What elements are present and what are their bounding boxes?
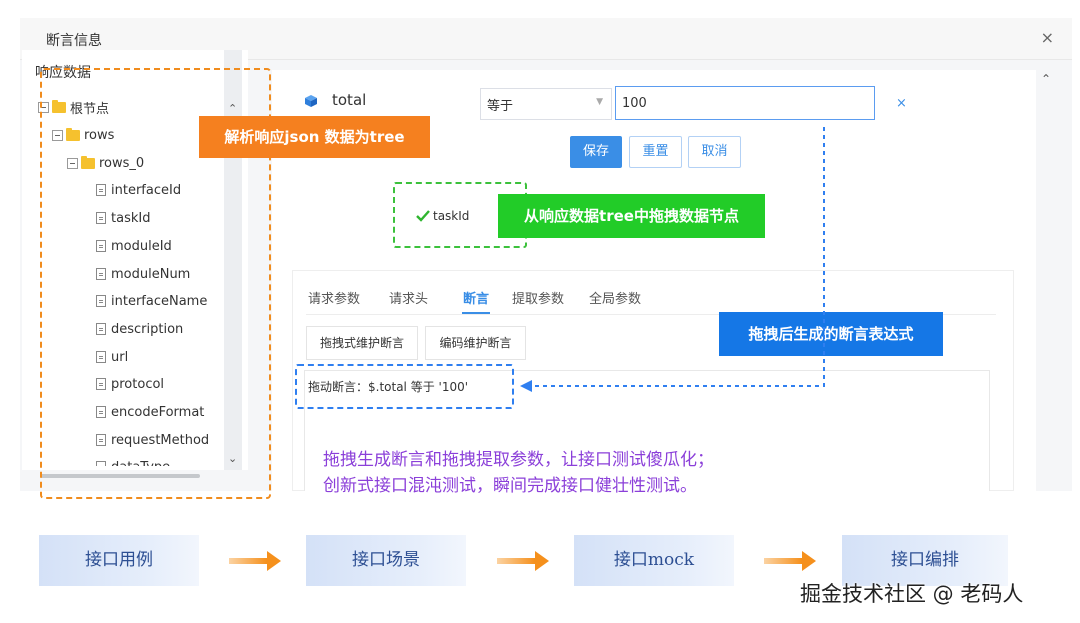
save-button[interactable]: 保存 (570, 136, 622, 168)
file-icon (96, 351, 106, 363)
arrow-right-icon (764, 551, 816, 571)
file-icon (96, 323, 106, 335)
file-icon (96, 268, 106, 280)
field-name: total (332, 91, 367, 109)
expected-value-input[interactable] (615, 86, 875, 120)
dragged-node-label: taskId (433, 209, 470, 223)
tree-node-label: url (111, 349, 129, 365)
collapse-icon[interactable] (67, 157, 78, 169)
tab-request-params[interactable]: 请求参数 (308, 292, 361, 307)
parse-json-callout: 解析响应json 数据为tree (199, 116, 430, 158)
tab-request-headers[interactable]: 请求头 (389, 292, 429, 307)
active-tab-indicator (462, 312, 490, 314)
tree-node-rows[interactable]: rows (52, 124, 114, 146)
flow-step-interface-scene: 接口场景 (306, 535, 466, 586)
tree-leaf[interactable]: interfaceName (96, 290, 207, 312)
subtab-code-assertion[interactable]: 编码维护断言 (425, 326, 526, 360)
file-icon (96, 295, 106, 307)
tree-node-label: dataType (111, 459, 171, 470)
tree-node-label: moduleNum (111, 266, 191, 282)
scroll-up-icon[interactable]: ⌃ (1041, 72, 1052, 86)
tab-assertion[interactable]: 断言 (463, 292, 490, 307)
drag-node-callout: 从响应数据tree中拖拽数据节点 (498, 194, 765, 238)
tree-node-rows-0[interactable]: rows_0 (67, 152, 144, 174)
cube-icon (305, 95, 317, 107)
tab-global-params[interactable]: 全局参数 (589, 292, 642, 307)
tree-node-label: rows (84, 127, 115, 143)
scroll-down-icon[interactable]: ⌄ (228, 452, 238, 465)
tree-node-label: requestMethod (111, 432, 210, 448)
tree-node-label: encodeFormat (111, 404, 205, 420)
tree-leaf[interactable]: moduleNum (96, 263, 190, 285)
assertion-expression: 拖动断言：$.total 等于 '100' (308, 380, 469, 394)
tree-leaf[interactable]: taskId (96, 207, 150, 229)
tree-node-label: interfaceName (111, 293, 208, 309)
watermark: 掘金技术社区 @ 老码人 (800, 582, 1024, 606)
scroll-up-icon[interactable]: ⌃ (228, 102, 238, 115)
tree-node-label: 根节点 (70, 101, 110, 117)
collapse-icon[interactable] (38, 101, 49, 113)
tree-leaf[interactable]: moduleId (96, 235, 172, 257)
horizontal-scroll-thumb[interactable] (40, 474, 200, 478)
file-icon (96, 212, 106, 224)
close-icon[interactable]: × (1040, 28, 1054, 47)
arrow-right-icon (497, 551, 549, 571)
tree-leaf[interactable]: protocol (96, 373, 164, 395)
tree-leaf[interactable]: interfaceId (96, 179, 181, 201)
folder-icon (52, 99, 66, 113)
tree-leaf[interactable]: url (96, 346, 128, 368)
tree-node-root[interactable]: 根节点 (38, 96, 109, 118)
folder-icon (66, 127, 80, 141)
dialog-title: 断言信息 (46, 33, 102, 49)
tree-scrollbar[interactable]: ⌃ ⌄ (224, 50, 242, 470)
clear-icon[interactable]: × (896, 96, 907, 111)
file-icon (96, 434, 106, 446)
cancel-button[interactable]: 取消 (688, 136, 741, 168)
tree-node-label: protocol (111, 376, 165, 392)
promo-line: 拖拽生成断言和拖拽提取参数，让接口测试傻瓜化； (323, 450, 714, 470)
folder-icon (81, 155, 95, 169)
tree-node-label: rows_0 (99, 155, 145, 171)
flow-step-interface-case: 接口用例 (39, 535, 199, 586)
response-data-title: 响应数据 (35, 65, 91, 81)
assertion-content (304, 370, 990, 491)
file-icon (96, 406, 106, 418)
expression-highlight-frame (295, 364, 514, 409)
reset-button[interactable]: 重置 (629, 136, 682, 168)
generated-expression-callout: 拖拽后生成的断言表达式 (719, 312, 943, 356)
file-icon (96, 461, 106, 466)
subtab-drag-assertion[interactable]: 拖拽式维护断言 (306, 326, 418, 360)
operator-select[interactable]: 等于 ▼ (480, 88, 612, 120)
tree-leaf[interactable]: dataType (96, 456, 171, 470)
tree-node-label: taskId (111, 210, 151, 226)
arrow-right-icon (229, 551, 281, 571)
editor-scrollbar[interactable]: ⌃ (1036, 70, 1056, 491)
dragged-node-chip[interactable]: taskId (416, 206, 469, 226)
tree-leaf[interactable]: description (96, 318, 183, 340)
promo-line: 创新式接口混沌测试，瞬间完成接口健壮性测试。 (323, 476, 697, 496)
operator-value: 等于 (487, 99, 514, 114)
file-icon (96, 378, 106, 390)
file-icon (96, 240, 106, 252)
tree-node-label: interfaceId (111, 182, 182, 198)
collapse-icon[interactable] (52, 129, 63, 141)
flow-step-interface-orchestration: 接口编排 (842, 535, 1008, 586)
chevron-down-icon: ▼ (596, 97, 603, 107)
tree-node-label: description (111, 321, 184, 337)
tab-extract-params[interactable]: 提取参数 (512, 292, 565, 307)
check-icon (416, 210, 430, 222)
response-data-panel: 响应数据 根节点 rows rows_0 interfaceId taskId … (22, 50, 248, 470)
file-icon (96, 184, 106, 196)
flow-step-interface-mock: 接口mock (574, 535, 734, 586)
tree-leaf[interactable]: requestMethod (96, 429, 209, 451)
tree-node-label: moduleId (111, 238, 172, 254)
tree-leaf[interactable]: encodeFormat (96, 401, 204, 423)
